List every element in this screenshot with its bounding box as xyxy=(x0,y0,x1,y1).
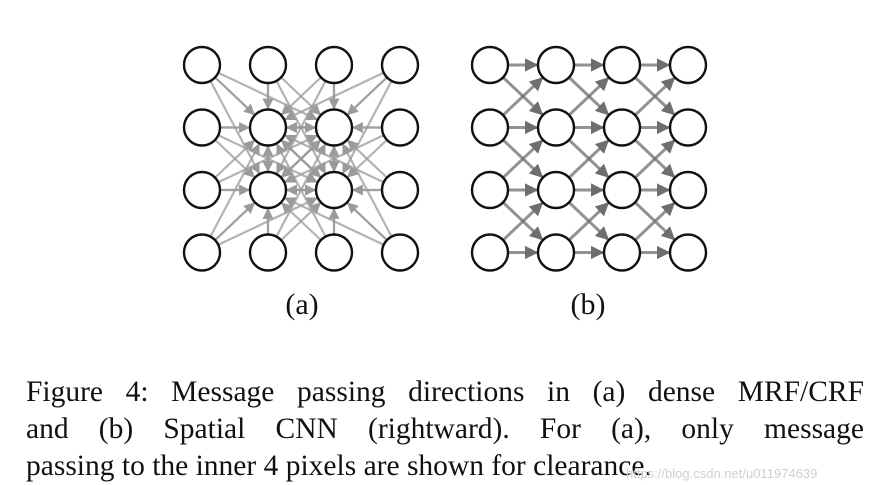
dense-grid-node xyxy=(314,108,354,147)
scnn-grid-nodes xyxy=(470,45,708,272)
dense-grid-node xyxy=(314,233,354,272)
dense-mrf-crf-panel xyxy=(182,45,420,272)
dense-message-arrow xyxy=(275,80,327,175)
dense-grid-node xyxy=(248,170,288,210)
caption-line-3: passing to the inner 4 pixels are shown … xyxy=(26,450,652,482)
scnn-message-arrow xyxy=(568,139,610,179)
scnn-grid-node xyxy=(536,108,576,147)
dense-grid-node xyxy=(314,170,354,210)
dense-message-arrow xyxy=(209,80,261,175)
dense-grid-node xyxy=(182,233,222,272)
dense-grid-node xyxy=(380,233,420,272)
dense-grid-node xyxy=(182,108,222,147)
scnn-grid-node xyxy=(470,45,510,85)
scnn-message-arrow xyxy=(502,139,544,179)
spatial-cnn-panel xyxy=(470,45,708,272)
scnn-grid-node xyxy=(470,170,510,210)
scnn-message-arrow xyxy=(634,139,676,179)
dense-grid-nodes xyxy=(182,45,420,272)
dense-grid-node xyxy=(182,170,222,210)
scnn-message-arrow xyxy=(568,201,610,242)
figure-diagram xyxy=(182,45,708,272)
dense-grid-node xyxy=(248,45,288,85)
dense-message-arrow xyxy=(214,202,256,241)
dense-message-arrow xyxy=(280,139,322,178)
scnn-grid-node xyxy=(470,108,510,147)
caption-line-2: and (b) Spatial CNN (rightward). For (a)… xyxy=(26,413,864,445)
dense-grid-node xyxy=(380,108,420,147)
dense-message-arrow xyxy=(217,197,318,246)
dense-message-arrow xyxy=(217,134,318,183)
scnn-grid-node xyxy=(668,108,708,147)
scnn-grid-node xyxy=(602,108,642,147)
scnn-grid-node xyxy=(602,233,642,272)
dense-message-arrow xyxy=(346,202,388,241)
dense-message-arrow xyxy=(346,139,388,178)
watermark: https://blog.csdn.net/u011974639 xyxy=(626,466,818,481)
scnn-grid-node xyxy=(668,233,708,272)
panel-a-label: (a) xyxy=(285,288,319,321)
dense-message-arrow xyxy=(280,76,322,116)
scnn-grid-node xyxy=(536,233,576,272)
caption-line-1: Figure 4: Message passing directions in … xyxy=(26,376,864,408)
scnn-grid-node xyxy=(470,233,510,272)
dense-message-arrow xyxy=(214,139,256,178)
dense-grid-node xyxy=(380,170,420,210)
scnn-message-arrow xyxy=(568,76,610,117)
scnn-message-edges xyxy=(502,58,676,260)
dense-grid-node xyxy=(248,233,288,272)
dense-message-arrow xyxy=(341,80,393,175)
dense-grid-node xyxy=(380,45,420,85)
dense-message-arrow xyxy=(280,202,322,241)
scnn-grid-node xyxy=(602,170,642,210)
figure-caption: Figure 4: Message passing directions in … xyxy=(26,374,864,485)
scnn-message-arrow xyxy=(502,201,544,242)
dense-grid-node xyxy=(182,45,222,85)
scnn-grid-node xyxy=(602,45,642,85)
scnn-grid-node xyxy=(668,170,708,210)
panel-b-label: (b) xyxy=(570,288,606,321)
scnn-message-arrow xyxy=(634,76,676,117)
scnn-grid-node xyxy=(536,45,576,85)
dense-grid-node xyxy=(314,45,354,85)
scnn-grid-node xyxy=(536,170,576,210)
scnn-message-arrow xyxy=(634,201,676,242)
scnn-grid-node xyxy=(668,45,708,85)
scnn-message-arrow xyxy=(502,76,544,117)
dense-grid-node xyxy=(248,108,288,147)
dense-message-edges xyxy=(209,71,393,246)
